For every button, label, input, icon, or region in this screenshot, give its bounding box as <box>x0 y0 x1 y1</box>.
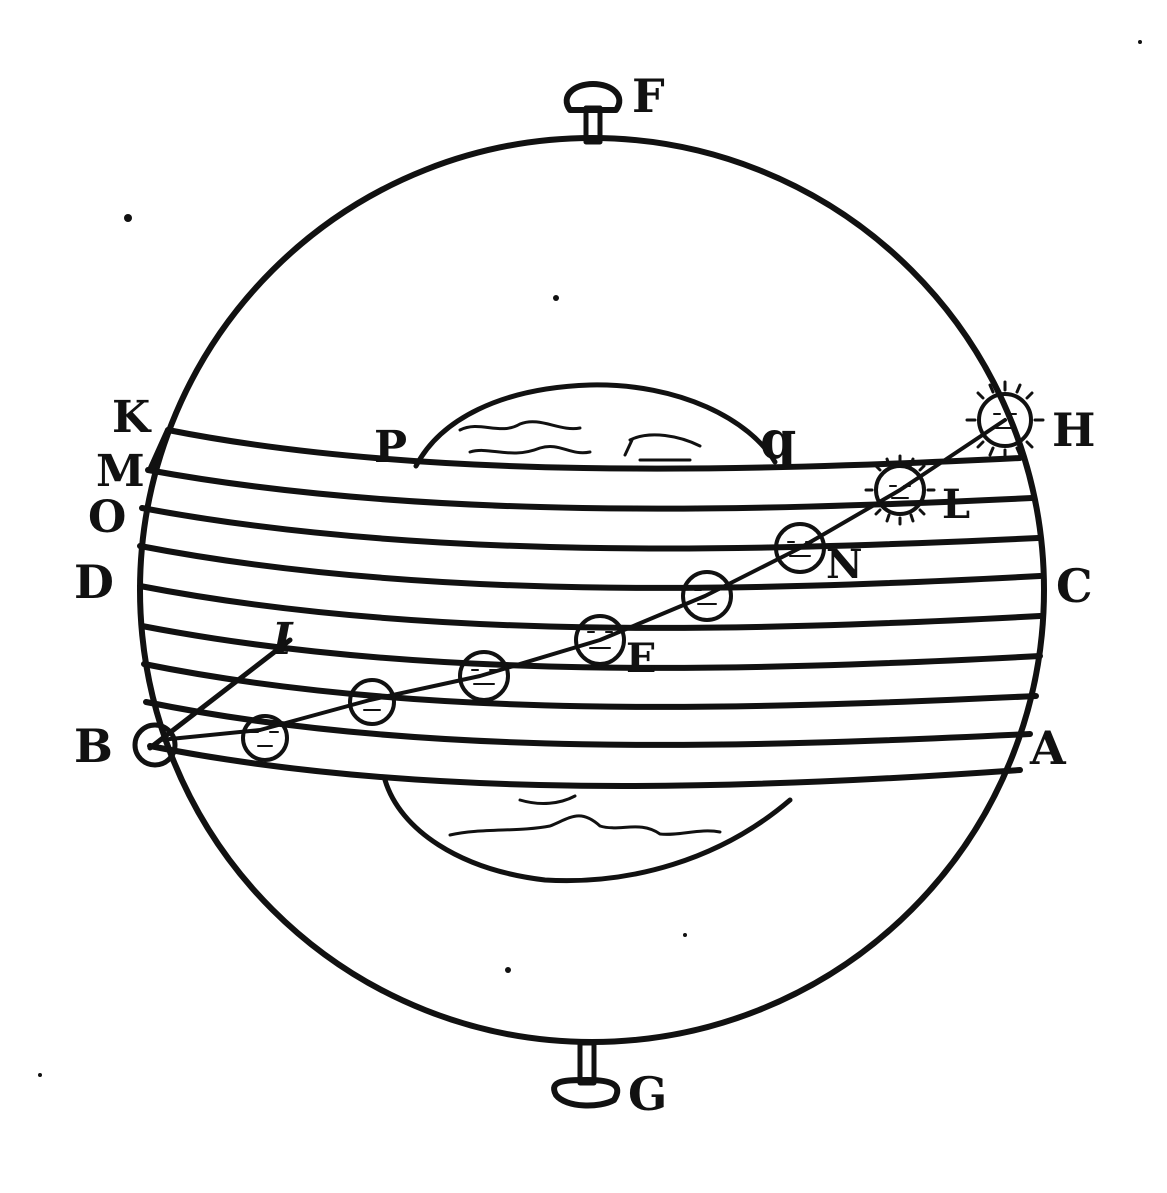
label-m: M <box>96 446 145 497</box>
band-left-edge <box>147 427 171 473</box>
label-o: O <box>88 492 126 543</box>
moon-phase-5 <box>681 570 733 622</box>
line-b-to-i <box>147 637 293 751</box>
parallel-band-lines <box>137 427 1043 789</box>
label-c: C <box>1056 559 1093 613</box>
label-h: H <box>1052 403 1095 457</box>
label-n: N <box>826 541 863 588</box>
moon-phase-n <box>774 522 826 574</box>
ecliptic-path-line <box>158 418 1007 742</box>
sun-h <box>965 380 1045 460</box>
label-i: I <box>270 614 294 665</box>
label-d: D <box>74 555 114 609</box>
label-a: A <box>1029 721 1067 775</box>
label-k: K <box>112 392 152 443</box>
moon-phase-3 <box>458 650 510 702</box>
print-specks <box>38 40 1142 1077</box>
label-g: G <box>628 1067 667 1121</box>
moon-phase-e <box>574 614 626 666</box>
moon-phase-1 <box>241 714 289 762</box>
sun-l <box>864 454 936 526</box>
label-q: q <box>760 410 796 471</box>
earth-land-marks-top <box>458 420 702 462</box>
label-f: F <box>632 69 665 123</box>
earth-globe-bottom <box>382 777 793 884</box>
pole-knob-top <box>563 81 623 145</box>
label-l: L <box>942 481 970 528</box>
label-e: E <box>626 635 657 682</box>
earth-globe-top <box>413 382 778 469</box>
label-b: B <box>74 719 113 773</box>
label-p: P <box>374 422 407 473</box>
observer-disk-b <box>132 722 178 768</box>
moon-phase-2 <box>348 678 396 726</box>
pole-knob-bottom <box>551 1040 621 1109</box>
earth-land-marks-bottom <box>448 794 722 837</box>
